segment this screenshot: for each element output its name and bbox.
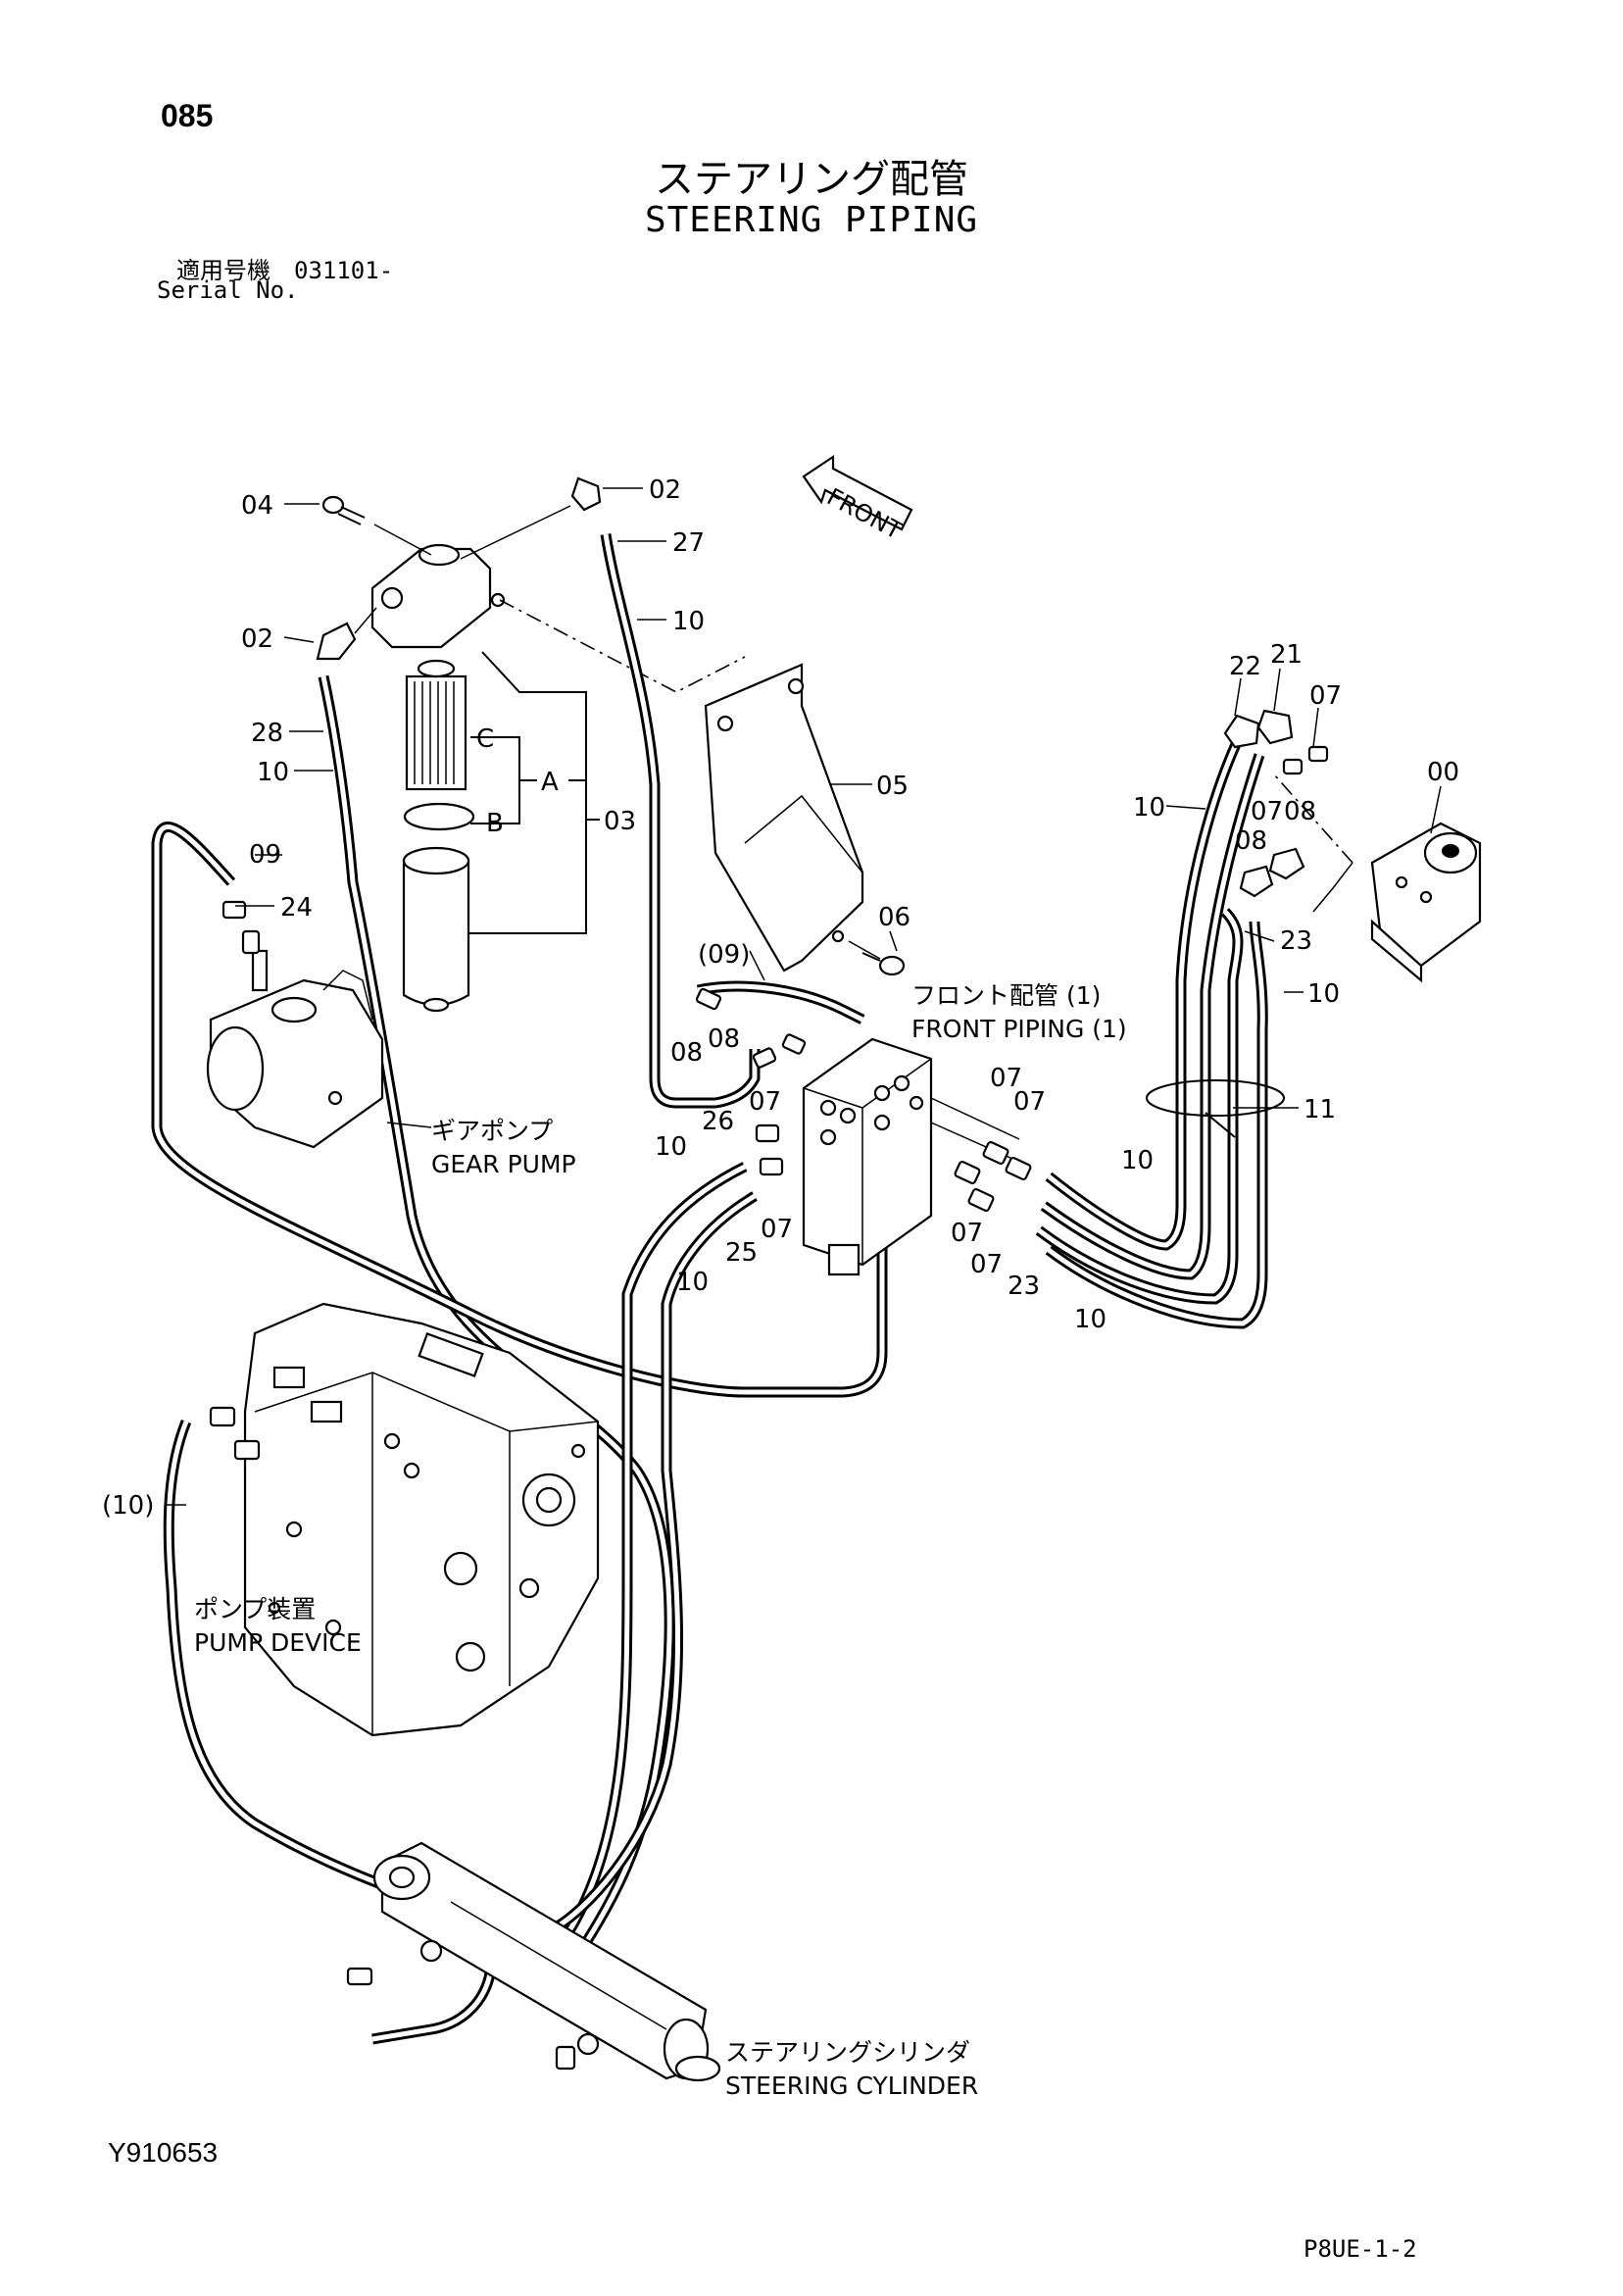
pump-device-label: PUMP DEVICE — [194, 1628, 362, 1657]
callout-09: 09 — [249, 840, 281, 870]
callout-10-center-b: 10 — [676, 1268, 709, 1297]
callout-10-center-d: 10 — [1074, 1305, 1107, 1334]
steering-unit-00 — [1273, 774, 1482, 983]
gear-pump — [206, 949, 384, 1149]
callout-10-left: 10 — [257, 758, 289, 787]
callout-08-c: 08 — [1284, 797, 1316, 826]
elbow-fitting-02-left — [316, 607, 377, 661]
callout-21: 21 — [1270, 640, 1303, 670]
callout-22: 22 — [1229, 652, 1261, 681]
callout-02-left: 02 — [241, 624, 273, 654]
callout-07-d: 07 — [761, 1215, 793, 1244]
callout-03: 03 — [604, 807, 636, 836]
callout-26: 26 — [702, 1107, 734, 1136]
adapter-fittings-07 — [695, 987, 1032, 1213]
pump-device — [209, 1302, 600, 1737]
leader-lines — [167, 487, 1442, 1506]
steering-cylinder-label-japanese: ステアリングシリンダ — [725, 2038, 970, 2067]
steering-valve-block — [802, 1037, 1020, 1276]
callout-10-center-c: 10 — [1121, 1146, 1154, 1175]
callout-07-e: 07 — [990, 1064, 1022, 1093]
callout-08-d: 08 — [1235, 826, 1267, 856]
callout-23-a: 23 — [1280, 926, 1312, 956]
fitting-24 — [221, 900, 261, 955]
steering-cylinder-label: STEERING CYLINDER — [725, 2071, 978, 2100]
callout-28: 28 — [251, 719, 283, 748]
elbow-fittings-right — [1223, 709, 1329, 898]
callout-08-b: 08 — [708, 1024, 740, 1054]
front-piping-label: FRONT PIPING (1) — [911, 1015, 1127, 1043]
callout-27: 27 — [672, 528, 705, 558]
sheet-code: P8UE-1-2 — [1303, 2235, 1417, 2263]
hose-routing — [151, 533, 1268, 2045]
bracket-05 — [704, 663, 906, 976]
callout-02-top: 02 — [649, 475, 681, 505]
callout-07-b: 07 — [1251, 797, 1283, 826]
gear-pump-label: GEAR PUMP — [431, 1150, 576, 1178]
callout-07-c: 07 — [749, 1087, 781, 1117]
diagram-title-japanese: ステアリング配管 — [655, 157, 968, 202]
assembly-labels: フロント配管 (1) FRONT PIPING (1) ギアポンプ GEAR P… — [194, 981, 1127, 2100]
callout-04: 04 — [241, 491, 273, 521]
serial-range-japanese: 適用号機 031101- — [176, 257, 394, 284]
callout-08-a: 08 — [670, 1038, 703, 1068]
bolt-04 — [321, 495, 432, 556]
callout-10-right: 10 — [1133, 793, 1165, 823]
page-number: 085 — [161, 98, 214, 133]
callout-A: A — [541, 768, 559, 797]
hose-clamp-11 — [1146, 1079, 1285, 1138]
steering-cylinder — [346, 1841, 721, 2082]
callout-05: 05 — [876, 772, 909, 801]
callout-09-ref: (09) — [698, 940, 750, 970]
front-piping-label-japanese: フロント配管 (1) — [911, 981, 1101, 1010]
callout-07-f: 07 — [1013, 1087, 1046, 1117]
callout-07-a: 07 — [1309, 681, 1342, 711]
diagram-title: STEERING PIPING — [644, 200, 979, 240]
pump-device-label-japanese: ポンプ装置 — [194, 1595, 316, 1623]
serial-label: Serial No. — [157, 276, 299, 304]
drawing-id: Y910653 — [108, 2137, 219, 2168]
gear-pump-label-japanese: ギアポンプ — [431, 1117, 553, 1145]
callout-25: 25 — [725, 1238, 758, 1268]
callout-10-top: 10 — [672, 607, 705, 636]
callout-00: 00 — [1427, 758, 1459, 787]
elbow-fitting-02-top — [460, 476, 602, 560]
callout-07-h: 07 — [970, 1250, 1003, 1279]
callout-C: C — [476, 724, 494, 754]
callouts: 04 02 27 10 02 28 10 C A B 03 09 24 05 0… — [102, 475, 1459, 1521]
callout-06: 06 — [878, 903, 910, 932]
callout-07-g: 07 — [951, 1219, 983, 1248]
front-direction-arrow: FRONT — [802, 454, 913, 545]
filter-assembly — [370, 543, 600, 1013]
callout-10-right-b: 10 — [1307, 979, 1340, 1009]
callout-11: 11 — [1303, 1095, 1336, 1124]
callout-B: B — [486, 809, 504, 838]
callout-23-b: 23 — [1008, 1272, 1040, 1301]
callout-10-ref: (10) — [102, 1491, 154, 1521]
callout-10-center-a: 10 — [655, 1132, 687, 1162]
callout-24: 24 — [280, 893, 313, 923]
